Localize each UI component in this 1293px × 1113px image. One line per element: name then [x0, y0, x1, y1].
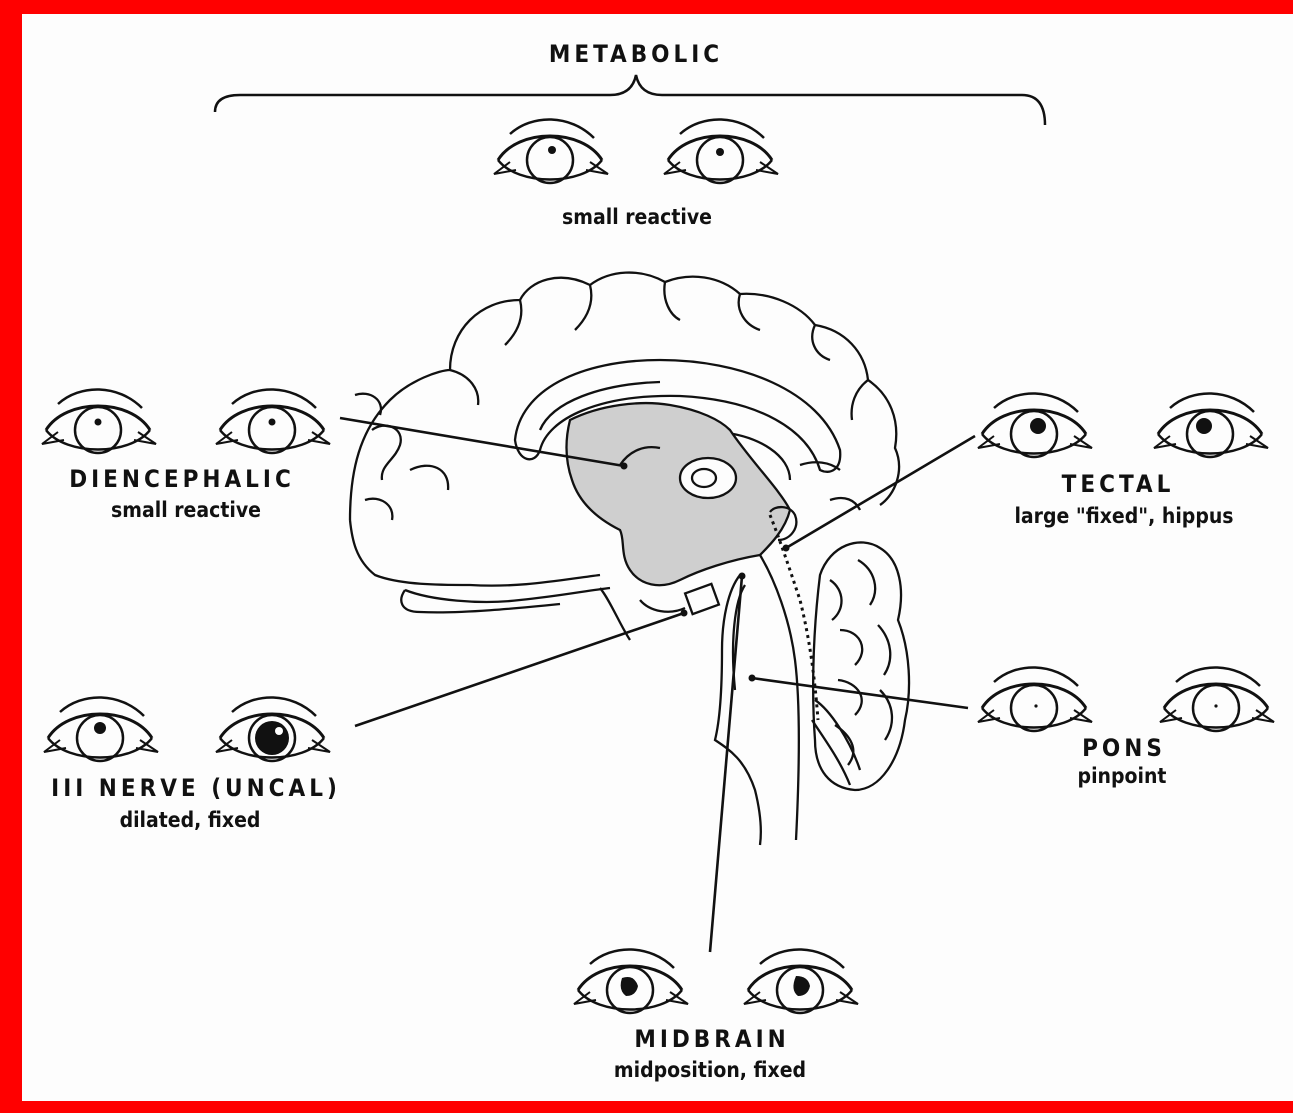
metabolic-right-eye: [664, 119, 778, 183]
pons-label: PONS: [1082, 734, 1166, 762]
diencephalic-right-eye: [216, 389, 330, 453]
uncal-label: III NERVE (UNCAL): [51, 774, 341, 802]
tectal-left-eye: [978, 393, 1092, 457]
pons-left-eye: [978, 667, 1092, 731]
tectal-label: TECTAL: [1062, 470, 1175, 498]
midbrain-caption: midposition, fixed: [614, 1058, 806, 1082]
uncal-leader: [355, 613, 684, 726]
pons-right-eye: [1160, 667, 1274, 731]
diencephalic-label: DIENCEPHALIC: [69, 465, 295, 493]
uncal-left-eye: [44, 697, 158, 761]
pons-caption: pinpoint: [1078, 764, 1167, 788]
metabolic-left-eye: [494, 119, 608, 183]
diencephalic-caption: small reactive: [111, 498, 261, 522]
midbrain-leader: [710, 576, 742, 952]
uncal-caption: dilated, fixed: [120, 808, 261, 832]
tectal-caption: large "fixed", hippus: [1014, 504, 1233, 528]
brain-section: [350, 273, 909, 845]
metabolic-brace: [215, 75, 1045, 125]
pons-leader: [752, 678, 968, 708]
midbrain-left-eye: [574, 949, 688, 1013]
metabolic-label: METABOLIC: [549, 40, 723, 68]
tectal-leader: [786, 436, 975, 548]
uncal-right-eye: [216, 697, 330, 761]
midbrain-label: MIDBRAIN: [634, 1025, 789, 1053]
diencephalic-left-eye: [42, 389, 156, 453]
midbrain-right-eye: [744, 949, 858, 1013]
tectal-right-eye: [1154, 393, 1268, 457]
metabolic-caption: small reactive: [562, 205, 712, 229]
